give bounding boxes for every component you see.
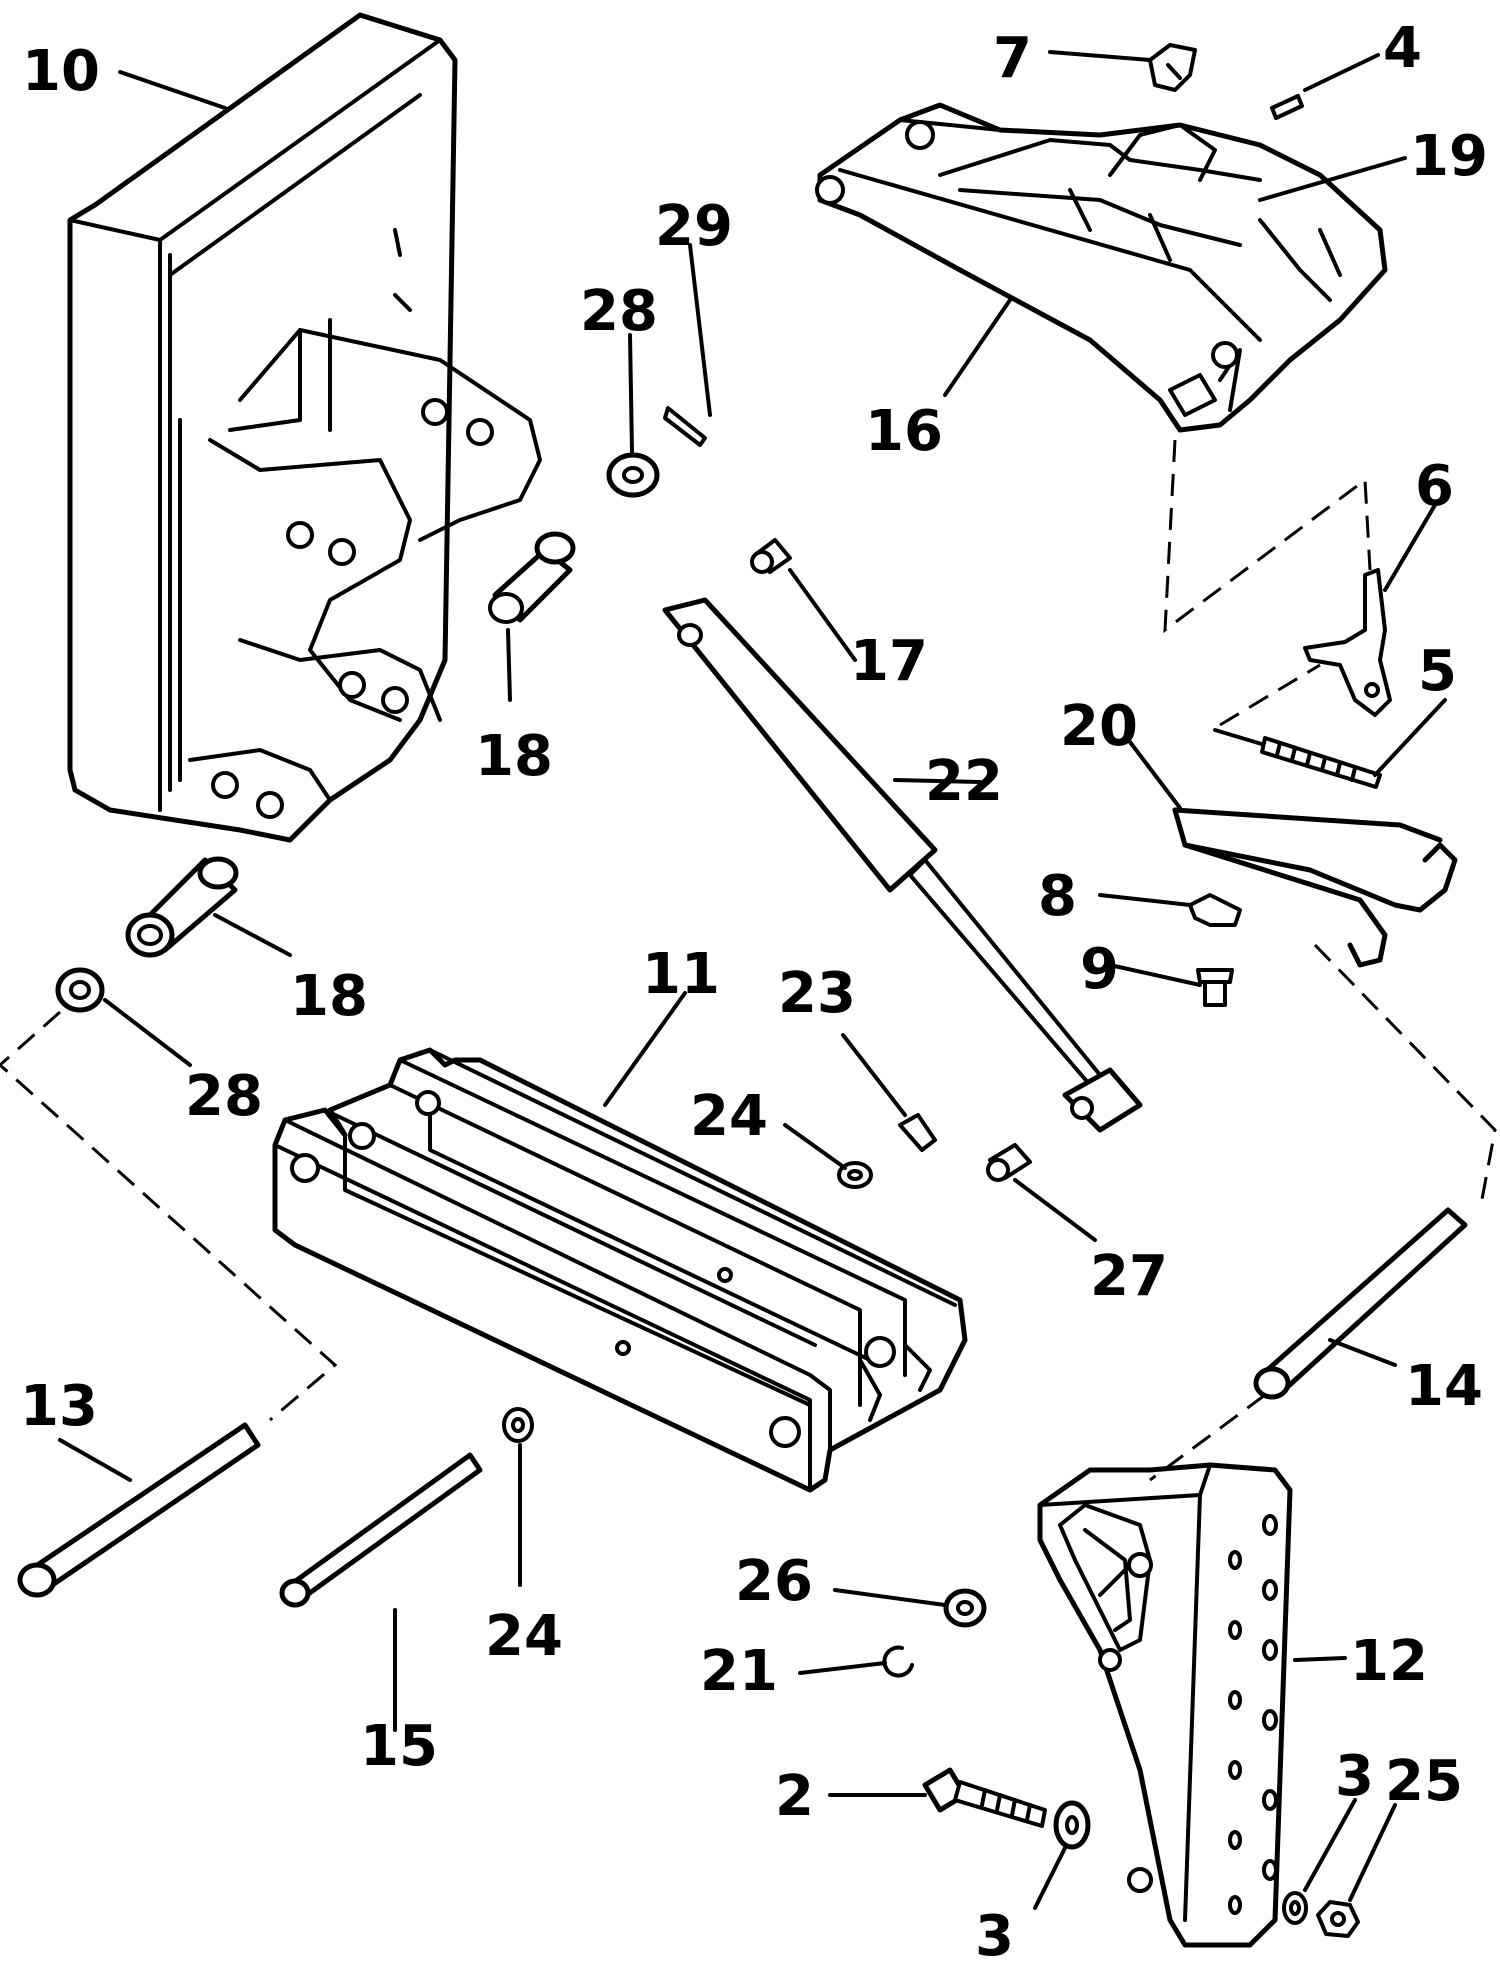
part-24-washer-upper bbox=[837, 1161, 873, 1189]
callout-25: 25 bbox=[1385, 1749, 1463, 1814]
callout-3-right: 3 bbox=[1335, 1744, 1374, 1809]
callout-21: 21 bbox=[700, 1639, 778, 1704]
callout-17: 17 bbox=[850, 629, 928, 694]
part-8-clip bbox=[1188, 893, 1242, 927]
callout-27: 27 bbox=[1090, 1244, 1168, 1309]
part-26-washer bbox=[943, 1588, 987, 1628]
callout-28-upper: 28 bbox=[580, 279, 658, 344]
callout-11: 11 bbox=[642, 942, 720, 1007]
callout-8: 8 bbox=[1038, 864, 1077, 929]
part-3-washer-lower bbox=[1053, 1800, 1091, 1850]
callout-5: 5 bbox=[1418, 639, 1457, 704]
callout-24-lower: 24 bbox=[485, 1604, 563, 1669]
leader-lines bbox=[58, 50, 1447, 1910]
callout-18-upper: 18 bbox=[475, 724, 553, 789]
callout-19: 19 bbox=[1410, 124, 1488, 189]
part-17-pin bbox=[750, 538, 792, 574]
callout-14: 14 bbox=[1405, 1354, 1483, 1419]
callout-9: 9 bbox=[1080, 937, 1119, 1002]
callout-16: 16 bbox=[865, 399, 943, 464]
alignment-lines bbox=[0, 439, 1497, 1482]
callout-3-lower: 3 bbox=[975, 1904, 1014, 1961]
part-27-pin bbox=[986, 1143, 1032, 1182]
part-21-retaining-ring bbox=[882, 1645, 914, 1678]
part-4-pin bbox=[1270, 94, 1304, 120]
callout-10: 10 bbox=[22, 39, 100, 104]
callout-6: 6 bbox=[1415, 454, 1454, 519]
part-15-pin bbox=[279, 1452, 483, 1608]
part-28-washer-upper bbox=[606, 452, 660, 498]
callout-23: 23 bbox=[778, 961, 856, 1026]
part-18-bushing-upper bbox=[488, 531, 576, 624]
part-13-long-pin bbox=[17, 1422, 261, 1598]
part-23-cotter-pin bbox=[898, 1113, 937, 1152]
part-5-spring bbox=[1213, 728, 1382, 789]
part-6-lever bbox=[1303, 568, 1392, 717]
callout-4: 4 bbox=[1383, 16, 1422, 81]
part-29-cotter-pin bbox=[663, 406, 707, 447]
part-18-bushing-lower bbox=[125, 856, 239, 958]
callout-numbers: 10 7 4 19 29 28 16 6 17 18 5 20 22 8 9 1… bbox=[20, 16, 1488, 1961]
part-24-washer-lower bbox=[502, 1407, 534, 1443]
part-20-wire-latch bbox=[1172, 807, 1458, 968]
part-7-thumb-screw bbox=[1148, 43, 1197, 92]
part-25-nut bbox=[1316, 1900, 1360, 1938]
callout-26: 26 bbox=[735, 1549, 813, 1614]
part-10-transom-bracket bbox=[67, 12, 542, 843]
callout-2: 2 bbox=[775, 1764, 814, 1829]
part-12-stern-bracket bbox=[1037, 1462, 1293, 1948]
callout-29: 29 bbox=[655, 194, 733, 259]
callout-7: 7 bbox=[993, 26, 1032, 91]
callout-13: 13 bbox=[20, 1374, 98, 1439]
callout-18-lower: 18 bbox=[290, 964, 368, 1029]
part-14-long-pin bbox=[1253, 1207, 1468, 1400]
part-2-bolt bbox=[922, 1767, 1047, 1828]
part-22-gas-cylinder bbox=[662, 597, 1143, 1133]
callout-28-lower: 28 bbox=[185, 1064, 263, 1129]
callout-15: 15 bbox=[360, 1714, 438, 1779]
part-28-washer-lower bbox=[55, 967, 105, 1013]
callout-20: 20 bbox=[1060, 694, 1138, 759]
part-16-swivel-arm bbox=[815, 102, 1388, 433]
part-9-screw bbox=[1196, 968, 1234, 1007]
part-3-washer-right bbox=[1282, 1891, 1308, 1925]
part-11-channel-bracket bbox=[272, 1047, 968, 1493]
callout-24-upper: 24 bbox=[690, 1084, 768, 1149]
callout-12: 12 bbox=[1350, 1629, 1428, 1694]
callout-22: 22 bbox=[925, 749, 1003, 814]
